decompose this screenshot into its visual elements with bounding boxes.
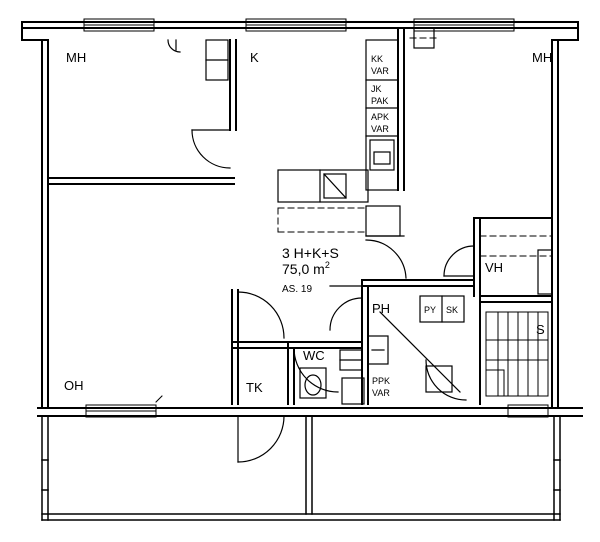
kitchen-cabinets xyxy=(205,39,401,237)
fixture-label-jk-pak: PAK xyxy=(371,96,388,106)
room-label-mh-right: MH xyxy=(532,50,552,65)
fixture-label-apk-var: VAR xyxy=(371,124,389,134)
bottom-windows xyxy=(85,395,549,418)
room-label-kitchen: K xyxy=(250,50,259,65)
area-value: 75,0 m xyxy=(282,261,325,277)
room-label-tk: TK xyxy=(246,380,263,395)
sauna-benches xyxy=(485,311,549,397)
apartment-number: AS. 19 xyxy=(282,284,312,295)
exterior-walls xyxy=(21,21,583,417)
top-windows xyxy=(83,18,515,32)
room-label-oh: OH xyxy=(64,378,84,393)
wardrobes xyxy=(413,27,553,295)
fixture-label-kk-var: VAR xyxy=(371,66,389,76)
fixture-label-kk: KK xyxy=(371,54,383,64)
fixture-label-apk: APK xyxy=(371,112,389,122)
fixture-label-ppk-var: VAR xyxy=(372,388,390,398)
dashed-overhead xyxy=(277,37,553,257)
apartment-area: 75,0 m2 xyxy=(282,260,330,277)
fixture-label-sk: SK xyxy=(446,305,458,315)
fixture-label-ppk: PPK xyxy=(372,376,390,386)
bathroom-fixtures xyxy=(299,295,465,405)
apartment-type: 3 H+K+S xyxy=(282,245,339,261)
room-label-vh: VH xyxy=(485,260,503,275)
area-superscript: 2 xyxy=(325,260,330,270)
fixture-label-py: PY xyxy=(424,305,436,315)
room-label-sauna: S xyxy=(536,322,545,337)
room-label-mh-left: MH xyxy=(66,50,86,65)
room-label-ph: PH xyxy=(372,301,390,316)
room-label-wc: WC xyxy=(303,348,325,363)
balcony xyxy=(41,415,561,521)
fixture-label-jk: JK xyxy=(371,84,382,94)
